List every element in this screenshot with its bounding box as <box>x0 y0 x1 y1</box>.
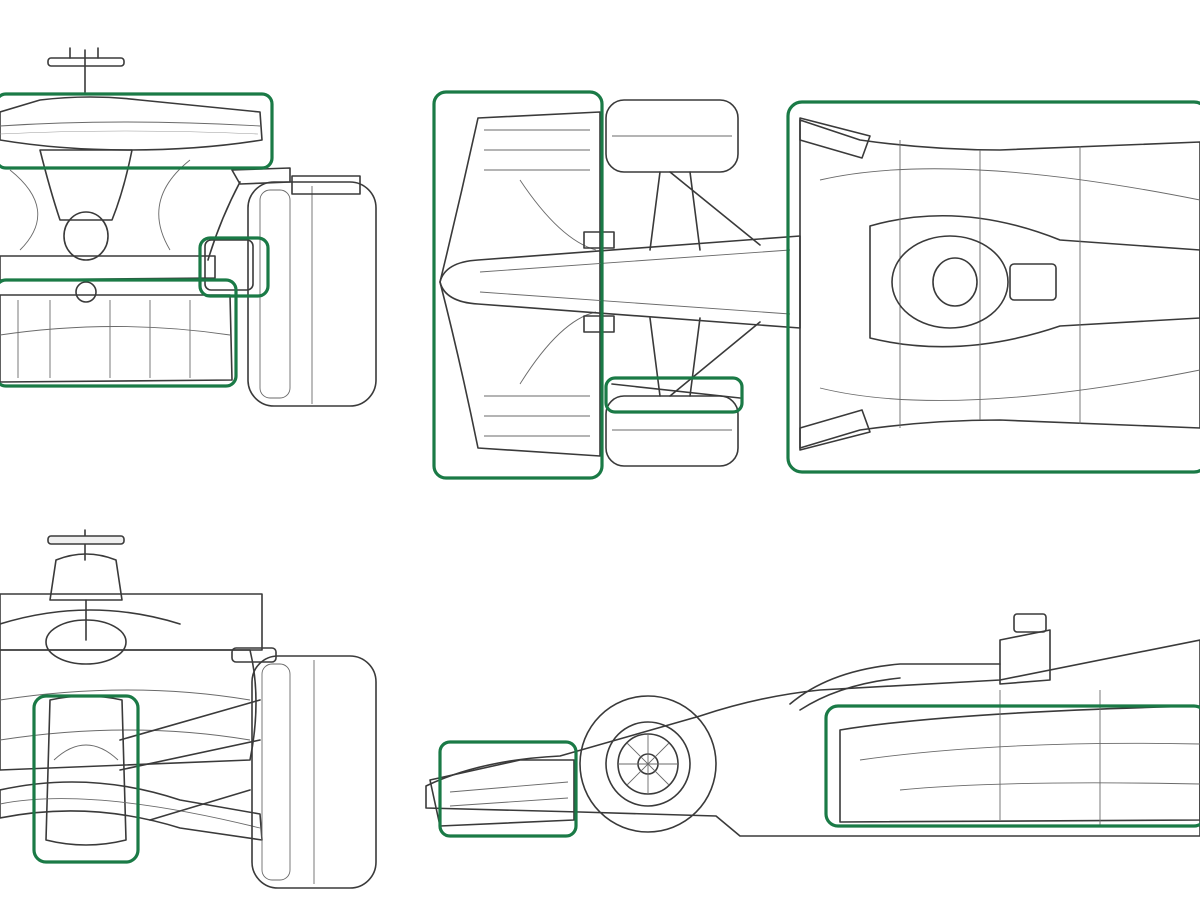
rear-antenna <box>47 47 125 93</box>
diffuser-shape <box>0 294 233 383</box>
front-view <box>0 529 377 889</box>
highlight-boxes <box>0 90 1200 864</box>
rear-view <box>0 47 377 407</box>
chassis-top <box>799 119 1200 449</box>
front-tyre-side <box>579 695 717 833</box>
rear-tyre <box>247 175 377 407</box>
front-tyre-top-lower <box>605 395 739 467</box>
top-view <box>439 99 1200 467</box>
front-wing-side <box>429 759 575 827</box>
front-wing-front <box>0 781 263 841</box>
highlight-beam-wing-pod <box>198 236 270 298</box>
rear-wing-shape <box>0 96 263 151</box>
engine-cover <box>39 149 133 221</box>
nose-top <box>439 235 801 329</box>
beam-wing-shape <box>0 255 216 281</box>
highlight-rear-wing <box>0 92 274 170</box>
front-tyre-front <box>251 655 377 889</box>
highlight-sidepod-top <box>786 100 1200 474</box>
highlight-front-wing-side <box>438 740 578 838</box>
highlight-front-suspension <box>604 376 744 414</box>
side-view <box>425 613 1200 837</box>
nose-front <box>45 695 127 846</box>
front-suspension-top <box>611 171 761 399</box>
highlight-diffuser <box>0 278 238 388</box>
side-body <box>425 639 1200 837</box>
front-tyre-top-upper <box>605 99 739 173</box>
highlight-front-wing-top <box>432 90 604 480</box>
highlight-sidepod-side <box>824 704 1200 828</box>
front-wing-top <box>439 111 601 457</box>
highlight-nose-front <box>32 694 140 864</box>
